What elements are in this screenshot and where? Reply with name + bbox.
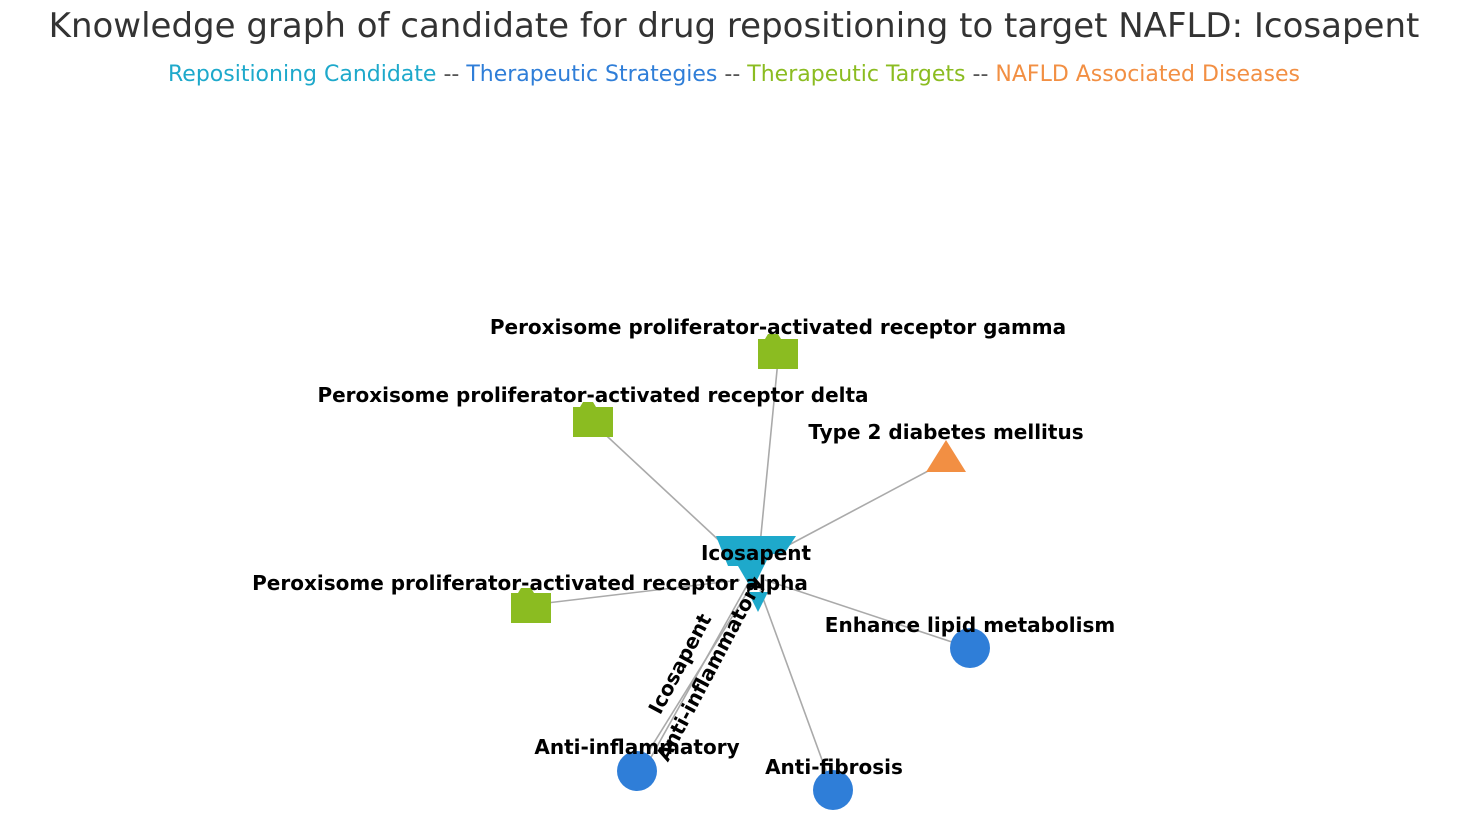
node-icosapent-funnel-tail xyxy=(748,592,768,612)
node-icosapent-shape[interactable] xyxy=(716,536,796,590)
label-anti-inflammatory: Anti-inflammatory xyxy=(534,735,739,759)
label-lipid: Enhance lipid metabolism xyxy=(825,613,1115,637)
label-t2dm: Type 2 diabetes mellitus xyxy=(808,420,1083,444)
edge-icosapent-anti-fibrosis xyxy=(759,589,834,791)
label-ppar-gamma: Peroxisome proliferator-activated recept… xyxy=(490,315,1066,339)
node-labels: Peroxisome proliferator-activated recept… xyxy=(252,315,1115,779)
node-lipid-shape[interactable] xyxy=(950,628,990,668)
edge-icosapent-lipid xyxy=(764,579,971,649)
edge-icosapent-ppar-alpha xyxy=(529,579,741,606)
edge-icosapent-anti-inflammatory-2 xyxy=(644,579,751,769)
legend-item-candidate: Repositioning Candidate xyxy=(167,62,437,87)
node-ppar-gamma-shape[interactable] xyxy=(758,334,798,369)
nodes xyxy=(511,334,990,810)
legend-separator: -- xyxy=(972,62,996,87)
edge-icosapent-anti-inflammatory xyxy=(636,579,756,771)
node-ppar-alpha-shape[interactable] xyxy=(511,588,551,623)
legend-item-strategies: Therapeutic Strategies xyxy=(466,62,718,87)
node-t2dm-shape[interactable] xyxy=(926,440,966,472)
legend-separator: -- xyxy=(443,62,467,87)
label-anti-fibrosis: Anti-fibrosis xyxy=(765,755,903,779)
node-ppar-delta-shape[interactable] xyxy=(573,402,613,437)
legend-item-diseases: NAFLD Associated Diseases xyxy=(995,62,1300,87)
legend: Repositioning Candidate -- Therapeutic S… xyxy=(0,62,1468,87)
chart-title: Knowledge graph of candidate for drug re… xyxy=(48,6,1420,46)
node-anti-fibrosis-shape[interactable] xyxy=(813,770,853,810)
label-icosapent: Icosapent xyxy=(701,541,812,565)
edge-icosapent-ppar-delta xyxy=(594,424,741,561)
edge-icosapent-t2dm xyxy=(769,461,946,556)
edges xyxy=(529,359,971,791)
legend-separator: -- xyxy=(724,62,748,87)
label-ppar-alpha: Peroxisome proliferator-activated recept… xyxy=(252,571,808,595)
node-anti-inflammatory-shape[interactable] xyxy=(617,751,657,791)
label-ppar-delta: Peroxisome proliferator-activated recept… xyxy=(317,383,868,407)
edge-icosapent-ppar-gamma xyxy=(759,359,779,546)
legend-item-targets: Therapeutic Targets xyxy=(747,62,966,87)
